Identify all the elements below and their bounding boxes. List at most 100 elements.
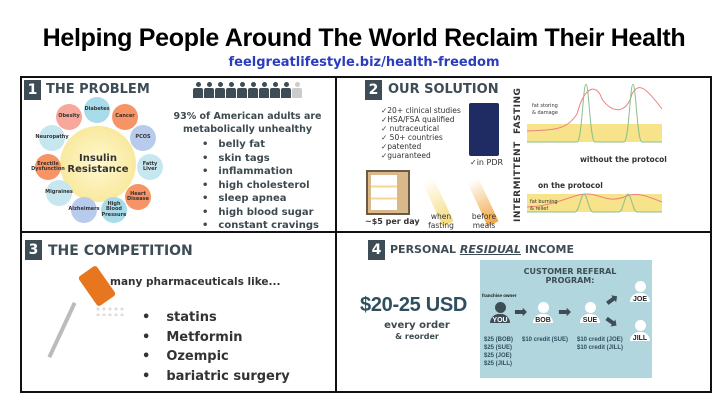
- person-you: YOU: [490, 302, 510, 324]
- people-icon-row: [193, 82, 302, 98]
- text-line: $25 (JILL): [484, 361, 513, 367]
- person-icon: [259, 82, 269, 98]
- fasting-chart: [527, 84, 663, 213]
- url-link[interactable]: feelgreatlifestyle.biz/health-freedom: [228, 55, 500, 70]
- list-item: high cholesterol: [202, 179, 319, 193]
- person-icon: [292, 82, 302, 98]
- before-meals-label: before meals: [471, 212, 497, 230]
- list-item: sleep apnea: [202, 192, 319, 206]
- pdr-label: ✓in PDR: [470, 158, 504, 167]
- panel-title: OUR SOLUTION: [388, 82, 499, 97]
- sue-earnings: $10 credit (JOE) $10 credit (JILL): [577, 336, 623, 352]
- person-name: BOB: [535, 317, 551, 324]
- price-label: ~$5 per day: [365, 217, 420, 226]
- text-line: ✓ nutraceutical: [381, 124, 440, 133]
- list-item: high blood sugar: [202, 206, 319, 220]
- condition-circle: Obesity: [56, 104, 82, 130]
- text-line: ✓20+ clinical studies: [381, 106, 461, 115]
- chart-annotation: without the protocol: [580, 155, 667, 164]
- condition-circle: Fatty Liver: [137, 154, 163, 180]
- condition-circle: Alzheimers: [68, 197, 100, 223]
- person-icon: [215, 82, 225, 98]
- person-icon: [226, 82, 236, 98]
- person-joe: JOE: [630, 281, 650, 303]
- panel-number-badge: 1: [24, 80, 41, 100]
- glucose-line-on: [527, 193, 663, 208]
- stat-line: 93% of American adults are: [173, 111, 322, 122]
- arrow-right-icon: ➡: [558, 302, 572, 321]
- person-icon: [270, 82, 280, 98]
- list-item: bariatric surgery: [142, 367, 289, 387]
- text-line: $10 credit (JILL): [577, 345, 624, 351]
- fat-zone-band: [527, 194, 662, 212]
- chart-note: fat burning & relief: [530, 199, 558, 212]
- glucose-line-without: [527, 87, 663, 132]
- insulin-line-without: [527, 84, 662, 143]
- text-line: $25 (BOB): [484, 337, 514, 343]
- competition-list: statinsMetforminOzempicbariatric surgery: [142, 308, 290, 387]
- panel-number-badge: 2: [365, 80, 382, 100]
- condition-circle: Erectile Dysfunction: [31, 154, 65, 180]
- condition-circle: Migraines: [45, 180, 73, 206]
- title-emphasis: RESIDUAL: [459, 243, 521, 256]
- text-line: $10 credit (JOE): [577, 337, 623, 343]
- condition-circle: PCOS: [130, 125, 156, 151]
- text-line: ✓ 50+ countries: [381, 133, 443, 142]
- person-name: JILL: [632, 335, 648, 342]
- competition-intro: many pharmaceuticals like...: [110, 276, 281, 288]
- list-item: constant cravings: [202, 219, 319, 233]
- list-item: Ozempic: [142, 347, 290, 367]
- vertical-divider: [335, 76, 337, 393]
- person-sue: SUE: [580, 302, 600, 324]
- person-name: YOU: [492, 317, 508, 324]
- list-item: Metformin: [142, 328, 290, 348]
- stat-line: metabolically unhealthy: [182, 124, 313, 135]
- chart-axis-label: INTERMITTENT FASTING: [513, 87, 523, 222]
- list-item: belly fat: [202, 138, 319, 152]
- horizontal-divider: [20, 231, 712, 233]
- title-part: INCOME: [520, 243, 574, 256]
- condition-circle: High Blood Pressure: [101, 197, 127, 223]
- franchise-owner-label: franchise owner: [482, 293, 517, 298]
- slide-title: Helping People Around The World Reclaim …: [42, 24, 686, 52]
- person-icon: [281, 82, 291, 98]
- program-title: CUSTOMER REFERAL PROGRAM:: [523, 267, 617, 285]
- when-fasting-label: when fasting: [428, 212, 454, 230]
- every-order-label: every order: [384, 320, 450, 331]
- chart-annotation: on the protocol: [538, 181, 603, 190]
- person-bob: BOB: [533, 302, 553, 324]
- benefit-checklist: ✓20+ clinical studies✓HSA/FSA qualified✓…: [381, 106, 461, 160]
- person-name: JOE: [632, 296, 647, 303]
- chart-note: fat storing & damage: [532, 103, 558, 116]
- panel-number-badge: 3: [25, 240, 42, 260]
- condition-circle: Heart Disease: [125, 184, 151, 210]
- person-icon: [204, 82, 214, 98]
- text-line: $25 (SUE): [484, 345, 513, 351]
- condition-circle: Cancer: [112, 104, 138, 130]
- title-part: PERSONAL: [390, 243, 460, 256]
- bob-earnings: $10 credit (SUE): [522, 337, 569, 343]
- person-jill: JILL: [630, 320, 650, 342]
- product-box-image: [366, 170, 410, 215]
- pdr-book-image: [469, 103, 499, 156]
- list-item: inflammation: [202, 165, 319, 179]
- panel-title: THE PROBLEM: [46, 82, 150, 97]
- panel-number-badge: 4: [368, 240, 385, 260]
- insulin-line-on: [527, 193, 662, 213]
- panel-title: PERSONAL RESIDUAL INCOME: [390, 243, 574, 256]
- person-icon: [237, 82, 247, 98]
- pills-image: [95, 306, 125, 316]
- text-line: ✓patented: [381, 142, 422, 151]
- you-earnings: $25 (BOB) $25 (SUE) $25 (JOE) $25 (JILL): [484, 336, 513, 368]
- condition-circle: Diabetes: [84, 97, 110, 123]
- person-icon: [193, 82, 203, 98]
- fat-zone-band: [527, 124, 662, 142]
- list-item: statins: [142, 308, 290, 328]
- condition-circle: Neuropathy: [35, 125, 69, 151]
- text-line: $25 (JOE): [484, 353, 512, 359]
- income-amount: $20-25 USD: [360, 294, 468, 316]
- person-name: SUE: [582, 317, 598, 324]
- arrow-right-icon: ➡: [514, 302, 528, 321]
- reorder-label: & reorder: [395, 332, 439, 341]
- statistic-text: 93% of American adults are metabolically…: [160, 110, 335, 136]
